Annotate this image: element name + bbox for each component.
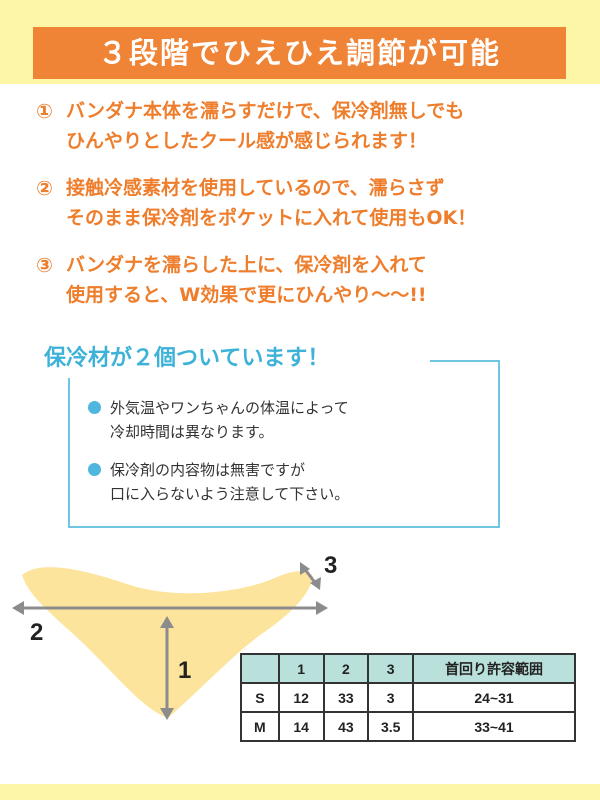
dimension-label-3: 3: [324, 552, 337, 579]
info-box-top-border: [430, 360, 500, 362]
table-cell: 3: [367, 682, 415, 713]
feature-list: ① バンダナ本体を濡らすだけで、保冷剤無しでも ひんやりとしたクール感が感じられ…: [36, 96, 576, 327]
feature-item-2: ② 接触冷感素材を使用しているので、濡らさず そのまま保冷剤をポケットに入れて使…: [36, 173, 576, 233]
table-cell: 14: [277, 711, 325, 742]
table-cell: 33: [322, 682, 370, 713]
feature-text: 接触冷感素材を使用しているので、濡らさず そのまま保冷剤をポケットに入れて使用も…: [66, 177, 477, 229]
table-row: M 14 43 3.5 33~41: [240, 711, 576, 742]
feature-item-3: ③ バンダナを濡らした上に、保冷剤を入れて 使用すると、W効果で更にひんやり〜〜…: [36, 250, 576, 310]
table-header-cell: 首回り許容範囲: [412, 653, 576, 684]
arrow-3: [300, 562, 321, 590]
feature-text: バンダナを濡らした上に、保冷剤を入れて 使用すると、W効果で更にひんやり〜〜!!: [66, 254, 427, 306]
table-header-cell: [240, 653, 280, 684]
note-item-1: 外気温やワンちゃんの体温によって 冷却時間は異なります。: [88, 396, 488, 444]
info-box-left-border: [68, 378, 70, 528]
table-cell: 24~31: [412, 682, 576, 713]
table-header-cell: 3: [367, 653, 415, 684]
feature-item-1: ① バンダナ本体を濡らすだけで、保冷剤無しでも ひんやりとしたクール感が感じられ…: [36, 96, 576, 156]
feature-text: バンダナ本体を濡らすだけで、保冷剤無しでも ひんやりとしたクール感が感じられます…: [66, 100, 465, 152]
table-cell: 3.5: [367, 711, 415, 742]
table-cell: 33~41: [412, 711, 576, 742]
note-item-2: 保冷剤の内容物は無害ですが 口に入らないよう注意して下さい。: [88, 458, 488, 506]
table-header-cell: 1: [277, 653, 325, 684]
note-text: 保冷剤の内容物は無害ですが 口に入らないよう注意して下さい。: [110, 461, 350, 503]
dimension-label-2: 2: [30, 619, 43, 646]
note-list: 外気温やワンちゃんの体温によって 冷却時間は異なります。 保冷剤の内容物は無害で…: [88, 396, 488, 520]
table-header-cell: 2: [322, 653, 370, 684]
arrow-2: [12, 601, 328, 615]
feature-number: ②: [36, 176, 53, 200]
table-cell: S: [240, 682, 280, 713]
table-cell: 43: [322, 711, 370, 742]
info-box: [68, 360, 500, 528]
table-cell: M: [240, 711, 280, 742]
ice-pack-heading: 保冷材が２個ついています！: [44, 343, 338, 375]
note-text: 外気温やワンちゃんの体温によって 冷却時間は異なります。: [110, 399, 349, 441]
feature-number: ③: [36, 253, 53, 277]
size-table: 1 2 3 首回り許容範囲 S 12 33 3 24~31 M 14 43 3.…: [240, 653, 576, 742]
bandana-diagram: 2 1 3: [12, 552, 337, 720]
table-cell: 12: [277, 682, 325, 713]
dimension-label-1: 1: [178, 657, 191, 684]
bullet-dot-icon: [88, 401, 101, 414]
table-header-row: 1 2 3 首回り許容範囲: [240, 653, 576, 684]
table-row: S 12 33 3 24~31: [240, 682, 576, 713]
bottom-band: [0, 784, 600, 800]
feature-number: ①: [36, 99, 53, 123]
arrow-1: [160, 616, 174, 720]
page-title: ３段階でひえひえ調節が可能: [33, 27, 566, 79]
bullet-dot-icon: [88, 463, 101, 476]
